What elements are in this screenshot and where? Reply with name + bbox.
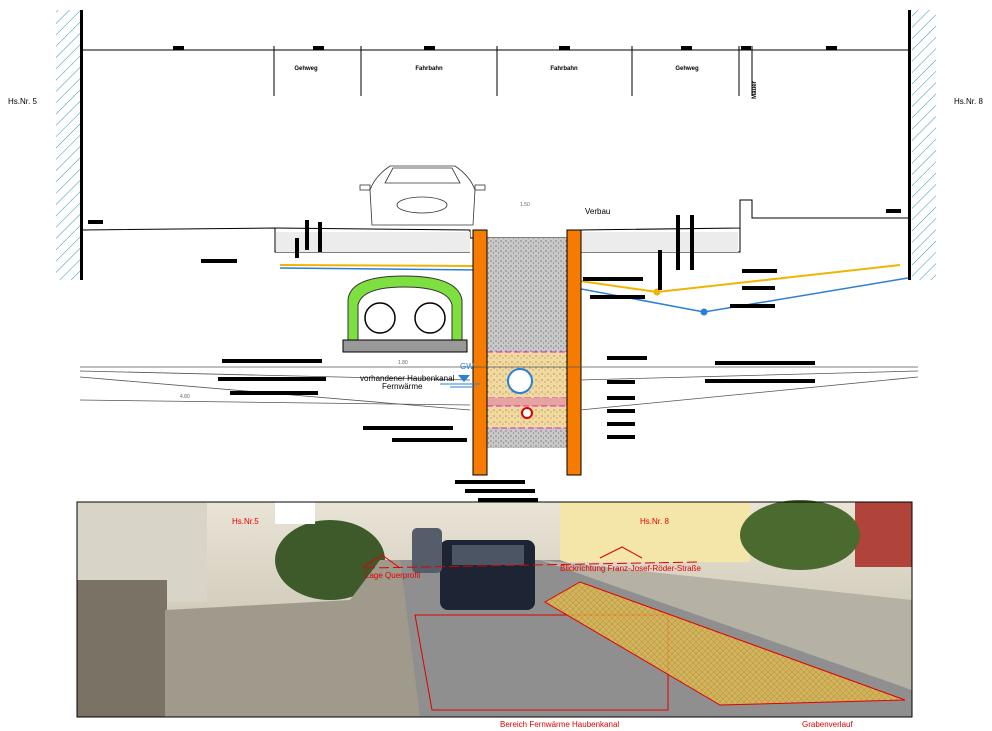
blue-pipe-marker	[700, 308, 708, 316]
house-wall-left	[56, 10, 83, 280]
dimension-trench: 1.50	[520, 202, 530, 208]
road-base-layer-right	[580, 232, 738, 252]
zone-sidewalk-left: Gehweg	[294, 66, 318, 72]
road-base-layer-left	[276, 232, 470, 252]
zone-sidewalk-right: Gehweg	[675, 66, 699, 72]
existing-channel-label-2: Fernwärme	[382, 382, 423, 391]
photo-cross-section-location: Lage Querprofil	[365, 571, 420, 580]
verbau-label: Verbau	[585, 207, 610, 216]
house-number-left: Hs.Nr. 5	[8, 97, 37, 106]
photo-frame	[76, 501, 913, 718]
photo-view-direction: Blickrichtung Franz-Josef-Röder-Straße	[560, 564, 701, 573]
groundwater-label: GW	[460, 362, 474, 371]
photo-area-label: Bereich Fernwärme Haubenkanal	[500, 720, 619, 729]
trench-warning-layer	[487, 398, 567, 406]
dimension-values-redacted	[173, 46, 837, 50]
width-dimension-line	[83, 46, 908, 96]
district-heating-pipe	[507, 368, 533, 394]
existing-hood-channel	[342, 275, 468, 353]
dimension-lower: 4.80	[180, 394, 190, 400]
blue-utility-line	[279, 267, 909, 313]
dimension-channel: 1.80	[398, 360, 408, 366]
zone-road-right: Fahrbahn	[550, 66, 578, 72]
zone-wall: Mauer	[752, 80, 758, 98]
photo-trench-label: Grabenverlauf	[802, 720, 853, 729]
photo-house-right: Hs.Nr. 8	[640, 517, 669, 526]
house-number-right: Hs.Nr. 8	[954, 97, 983, 106]
existing-channel-label-1: vorhandener Haubenkanal	[360, 374, 455, 383]
car-outline	[359, 165, 486, 226]
yellow-pipe-marker	[653, 288, 661, 296]
groundwater-marker	[440, 375, 480, 388]
small-pipe	[521, 407, 533, 419]
sheet-pile-left	[472, 229, 488, 476]
zone-road-left: Fahrbahn	[415, 66, 443, 72]
house-wall-right	[908, 10, 936, 280]
redacted-annotations	[88, 209, 901, 502]
photo-house-left: Hs.Nr.5	[232, 517, 259, 526]
sheet-pile-right	[566, 229, 582, 476]
street-photo	[77, 500, 912, 717]
